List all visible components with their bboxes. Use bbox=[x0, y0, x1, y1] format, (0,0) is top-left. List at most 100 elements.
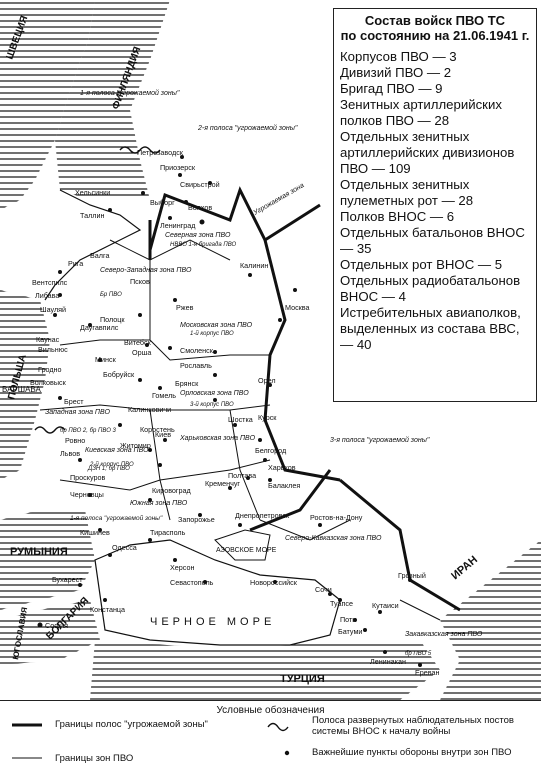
threat-strip-second: 2-я полоса "угрожаемой зоны" bbox=[197, 124, 298, 132]
city-label: Шостка bbox=[228, 415, 253, 424]
city-label: Батуми bbox=[338, 627, 362, 636]
city-label: Одесса bbox=[112, 543, 137, 552]
legend-points: Важнейшие пункты обороны внутри зон ПВО bbox=[312, 747, 512, 758]
force-item: Дивизий ПВО — 2 bbox=[340, 65, 452, 80]
unit-label: 3-й корпус ПВО bbox=[190, 401, 234, 408]
force-item: Отдельных зенитных пулеметных рот — 28 bbox=[340, 177, 474, 208]
city-label: Каунас bbox=[36, 335, 60, 344]
city-label: Констанца bbox=[90, 605, 125, 614]
city-label: Кировоград bbox=[152, 486, 192, 495]
zone-northwestern: Северо-Западная зона ПВО bbox=[100, 266, 192, 274]
city-label: Приозерск bbox=[160, 163, 196, 172]
zone-borders bbox=[39, 239, 441, 621]
unit-label: 1-й корпус ПВО bbox=[190, 330, 234, 337]
forces-list: Корпусов ПВО — 3 Дивизий ПВО — 2 Бригад … bbox=[334, 49, 536, 353]
city-label: Орел bbox=[258, 376, 276, 385]
azov-sea-label: АЗОВСКОЕ МОРЕ bbox=[216, 547, 277, 554]
black-sea-label: ЧЕРНОЕ МОРЕ bbox=[150, 616, 275, 628]
infobox-title-line-1: Состав войск ПВО ТС bbox=[364, 13, 506, 28]
city-label: Проскуров bbox=[70, 473, 105, 482]
city-label: Рига bbox=[68, 259, 83, 268]
city-label: Смоленск bbox=[180, 346, 214, 355]
city-label: Волхов bbox=[188, 203, 212, 212]
legend-threat-borders: Границы полос "угрожаемой зоны" bbox=[55, 719, 208, 730]
city-label: Запорожье bbox=[178, 515, 215, 524]
city-label: Свирьстрой bbox=[180, 180, 220, 189]
finland-territory bbox=[55, 0, 170, 200]
city-label: Валга bbox=[90, 251, 109, 260]
city-label: Житомир bbox=[120, 441, 151, 450]
city-label: Кишинев bbox=[80, 528, 110, 537]
city-label: Балаклея bbox=[268, 481, 300, 490]
city-label: Ереван bbox=[415, 668, 440, 677]
city-label: Ростов-на-Дону bbox=[310, 513, 363, 522]
zone-transcaucasus: Закавказская зона ПВО bbox=[405, 631, 483, 638]
force-item: Истребительных авиаполков, выделенных из… bbox=[340, 305, 521, 352]
zone-south: Южная зона ПВО bbox=[130, 500, 188, 507]
city-label: Калинин bbox=[240, 261, 268, 270]
force-item: Корпусов ПВО — 3 bbox=[340, 49, 457, 64]
city-label: Волковыск bbox=[30, 378, 67, 387]
defense-point-symbol bbox=[284, 750, 290, 756]
country-romania: РУМЫНИЯ bbox=[10, 546, 68, 558]
city-label: Вильнюс bbox=[38, 345, 68, 354]
threat-borders bbox=[148, 186, 461, 612]
city-label: Таллин bbox=[80, 211, 104, 220]
baltic-coast bbox=[44, 189, 142, 301]
vnos-band-south bbox=[34, 426, 66, 434]
city-label: Брест bbox=[64, 397, 84, 406]
city-label: Калинковичи bbox=[128, 405, 171, 414]
city-label: Черновцы bbox=[70, 490, 104, 499]
force-item: Отдельных радиобатальонов ВНОС — 4 bbox=[340, 273, 521, 304]
city-label: Брянск bbox=[175, 379, 199, 388]
city-label: Выборг bbox=[150, 198, 175, 207]
country-turkey: ТУРЦИЯ bbox=[280, 673, 325, 685]
zone-kiev: Киевская зона ПВО bbox=[85, 447, 149, 454]
city-label: Туапсе bbox=[330, 599, 353, 608]
city-label: Кутаиси bbox=[372, 601, 399, 610]
turkey-territory bbox=[90, 640, 440, 700]
poland-territory bbox=[0, 290, 50, 480]
city-label: Коростень bbox=[140, 425, 175, 434]
city-label: Вентспилс bbox=[32, 278, 68, 287]
city-label: Бобруйск bbox=[103, 370, 135, 379]
city-label: Петрозаводск bbox=[137, 148, 184, 157]
city-label: Гродно bbox=[38, 365, 62, 374]
unit-label: Бр ПВО bbox=[100, 292, 122, 298]
unit-label: бр ПВО 2, бр ПВО 3 bbox=[60, 428, 117, 434]
force-item: Бригад ПВО — 9 bbox=[340, 81, 443, 96]
legend-vnos-band: Полоса развернутых наблюдательных постов… bbox=[312, 715, 514, 737]
city-label: Минск bbox=[95, 355, 117, 364]
zone-north-caucasus: Северо-Кавказская зона ПВО bbox=[285, 535, 382, 542]
force-item: Отдельных рот ВНОС — 5 bbox=[340, 257, 503, 272]
force-item: Зенитных артиллерийских полков ПВО — 28 bbox=[340, 97, 502, 128]
sweden-territory bbox=[0, 0, 95, 210]
city-label: Белгород bbox=[255, 446, 287, 455]
city-label: Днепропетровск bbox=[235, 511, 290, 520]
city-labels: Петрозаводск Приозерск Свирьстрой Хельси… bbox=[30, 148, 440, 677]
city-label: Ленинакан bbox=[370, 657, 406, 666]
threat-strip-first-west: 1-я полоса "угрожаемой зоны" bbox=[80, 89, 180, 97]
city-label: Грозный bbox=[398, 571, 426, 580]
city-label: Тирасполь bbox=[150, 528, 186, 537]
city-label: Даугавпилс bbox=[80, 323, 119, 332]
city-label: Гомель bbox=[152, 391, 176, 400]
unit-label: ДЗН 1, бр ПВО bbox=[87, 466, 130, 472]
city-label: Хельсинки bbox=[75, 188, 110, 197]
zone-northern: Северная зона ПВО bbox=[165, 232, 231, 239]
city-label: Москва bbox=[285, 303, 310, 312]
city-label: Псков bbox=[130, 277, 150, 286]
city-label: Поти bbox=[340, 615, 356, 624]
force-item: Отдельных батальонов ВНОС — 35 bbox=[340, 225, 525, 256]
city-label: Львов bbox=[60, 449, 80, 458]
legend: Условные обозначения Границы полос "угро… bbox=[0, 700, 541, 781]
city-label: Витебск bbox=[124, 338, 152, 347]
vnos-band-symbol bbox=[267, 722, 289, 732]
city-label: София bbox=[45, 621, 68, 630]
city-label: Шауляй bbox=[40, 305, 66, 314]
legend-symbols bbox=[12, 722, 290, 759]
city-label: Сочи bbox=[315, 585, 332, 594]
city-label: Ржев bbox=[176, 303, 194, 312]
legend-zone-borders: Границы зон ПВО bbox=[55, 753, 134, 764]
azov-sea bbox=[214, 529, 271, 561]
